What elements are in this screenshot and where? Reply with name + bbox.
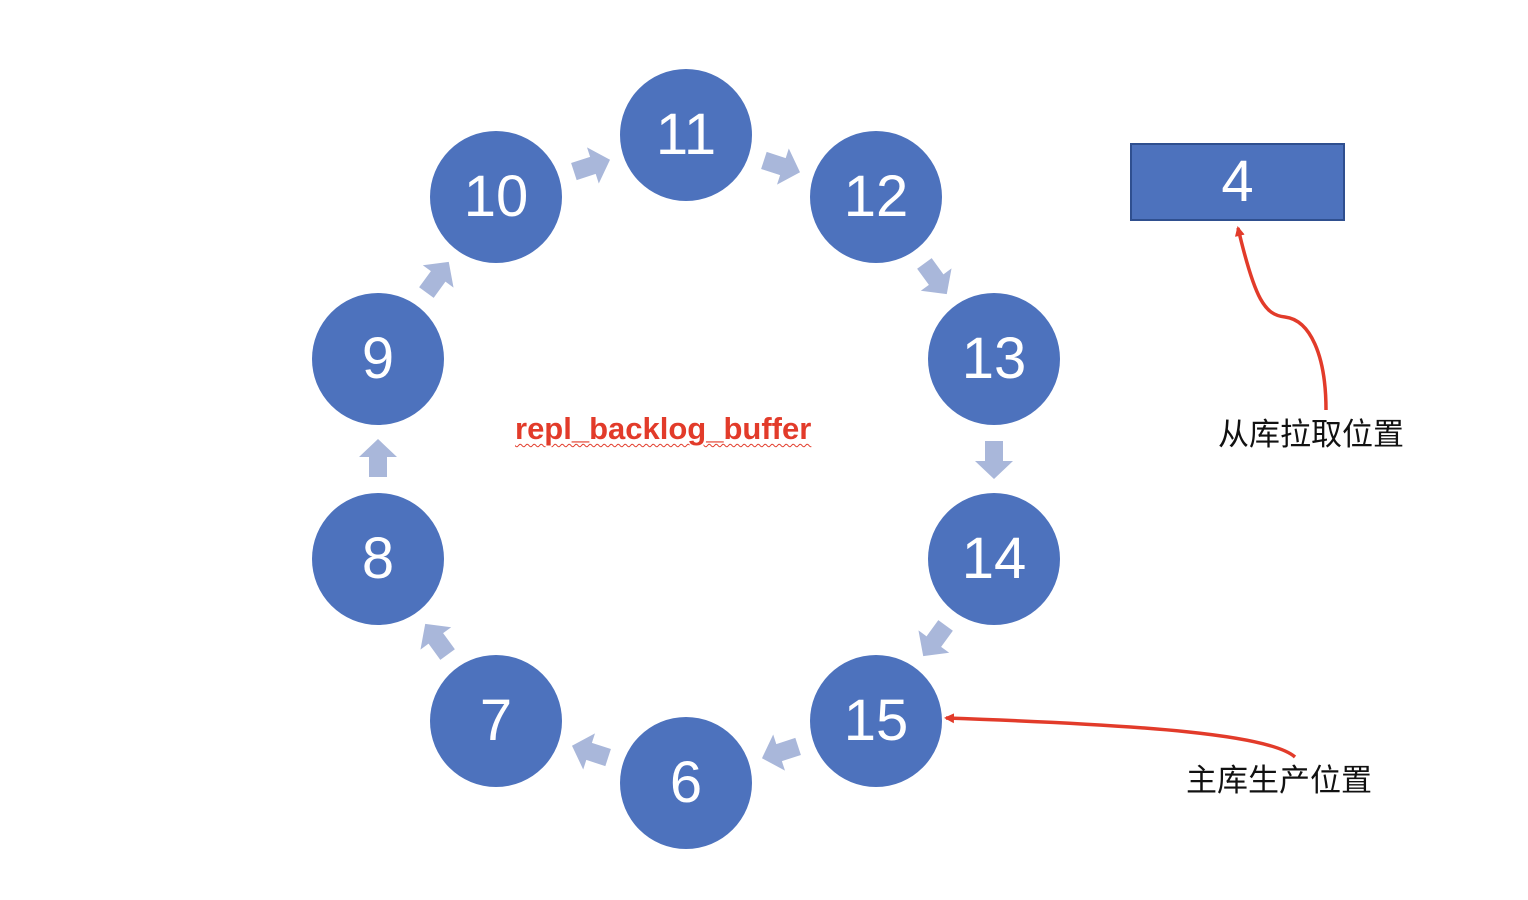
buffer-node: 6 (620, 717, 752, 849)
ring-direction-arrow (419, 261, 454, 298)
ring-direction-arrow (917, 258, 952, 295)
slave-offset-box: 4 (1130, 143, 1345, 221)
ring-direction-arrow (761, 734, 801, 771)
master-position-label: 主库生产位置 (1186, 763, 1372, 799)
buffer-node-master-position: 15 (810, 655, 942, 787)
buffer-node: 7 (430, 655, 562, 787)
buffer-node: 10 (430, 131, 562, 263)
slave-pointer-arrow (1234, 226, 1328, 411)
buffer-node: 8 (312, 493, 444, 625)
ring-direction-arrow (571, 147, 611, 184)
buffer-node: 13 (928, 293, 1060, 425)
buffer-node: 11 (620, 69, 752, 201)
ring-direction-arrow (761, 148, 801, 185)
ring-direction-arrow (571, 733, 611, 770)
ring-direction-arrow (359, 439, 397, 477)
buffer-node: 12 (810, 131, 942, 263)
ring-direction-arrow (918, 620, 953, 657)
ring-direction-arrow (420, 623, 455, 660)
buffer-node: 9 (312, 293, 444, 425)
buffer-node: 14 (928, 493, 1060, 625)
slave-position-label: 从库拉取位置 (1218, 417, 1404, 453)
buffer-name-label: repl_backlog_buffer (515, 411, 812, 446)
master-pointer-arrow (944, 713, 1297, 759)
ring-direction-arrow (975, 441, 1013, 479)
